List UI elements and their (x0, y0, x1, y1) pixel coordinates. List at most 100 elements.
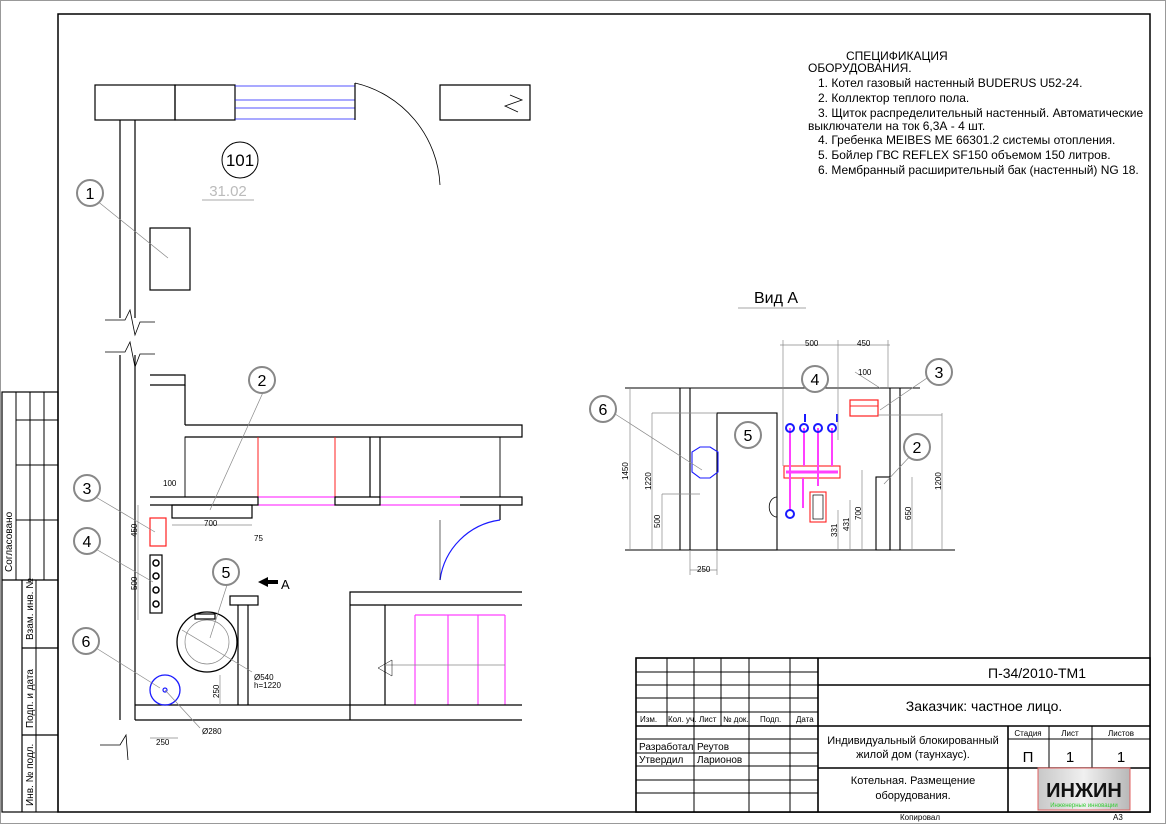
dim-label: 450 (857, 339, 871, 348)
door-swing (354, 82, 441, 186)
spec-item: 6. Мембранный расширительный бак (настен… (818, 163, 1139, 177)
dim-label: 331 (830, 523, 839, 537)
callout-4: 4 (73, 527, 101, 555)
dim-label: 500 (130, 576, 139, 590)
dim-label: 500 (805, 339, 819, 348)
header-date: Дата (796, 715, 814, 724)
svg-text:1: 1 (86, 186, 95, 203)
approved-label: Утвердил (639, 755, 683, 766)
company-logo: ИНЖИН Инженерные инновации (1037, 767, 1131, 811)
svg-text:2: 2 (913, 440, 922, 457)
view-callout-6: 6 (589, 395, 617, 423)
dim-label: 650 (904, 506, 913, 520)
document-code: П-34/2010-ТМ1 (988, 665, 1086, 681)
header-doc: № док. (723, 715, 749, 724)
distribution-panel-elevation (849, 399, 879, 417)
inv-orig-label: Инв. № подл. (25, 744, 36, 806)
stage-label: Стадия (1014, 729, 1041, 738)
spec-item: 1. Котел газовый настенный BUDERUS U52-2… (818, 76, 1082, 90)
svg-text:6: 6 (599, 402, 608, 419)
door-swing-2 (439, 519, 501, 581)
dim-label: Ø540 (254, 673, 274, 682)
dim-label: Ø280 (202, 727, 222, 736)
dim-label: 250 (156, 738, 170, 747)
room-number-circle (221, 141, 259, 179)
sheets-label: Листов (1108, 729, 1134, 738)
callout-5: 5 (212, 558, 240, 586)
callout-2: 2 (248, 366, 276, 394)
dim-label: h=1220 (254, 681, 281, 690)
floor-plan: 101 31.02 (72, 82, 531, 761)
dim-label: 700 (854, 506, 863, 520)
heating-manifold-elevation (783, 414, 841, 523)
dim-label: 450 (130, 523, 139, 537)
header-count: Кол. уч. (668, 715, 696, 724)
dim-label: 700 (204, 519, 218, 528)
replace-inv-label: Взам. инв. № (25, 578, 36, 640)
sheets-value: 1 (1117, 749, 1125, 766)
spec-item: выключатели на ток 6,3А - 4 шт. (808, 119, 985, 133)
svg-text:6: 6 (82, 634, 91, 651)
header-sheet: Лист (699, 715, 717, 724)
dim-label: 431 (842, 517, 851, 531)
view-a: Вид А 500 (589, 290, 955, 575)
stage-value: П (1023, 749, 1034, 766)
distribution-panel-plan (149, 517, 167, 547)
view-a-title: Вид А (754, 290, 798, 307)
sheet-value: 1 (1066, 749, 1074, 766)
dim-label: 250 (697, 565, 711, 574)
svg-text:2: 2 (258, 373, 267, 390)
svg-text:4: 4 (811, 372, 820, 389)
dim-label: 1220 (644, 472, 653, 490)
title-block: Изм. Кол. уч. Лист № док. Подп. Дата Раз… (635, 657, 1151, 822)
side-stamp: Согласовано Взам. инв. № Подп. и дата Ин… (1, 391, 59, 813)
customer: Заказчик: частное лицо. (906, 698, 1063, 714)
approved-name: Ларионов (697, 755, 742, 766)
svg-text:3: 3 (83, 481, 92, 498)
header-sign: Подп. (760, 715, 781, 724)
sheet-label: Лист (1061, 729, 1079, 738)
view-callout-4: 4 (801, 365, 829, 393)
view-callout-3: 3 (925, 358, 953, 386)
dim-label: 1450 (621, 462, 630, 480)
room-number: 101 (226, 151, 254, 170)
header-change: Изм. (640, 715, 657, 724)
dim-label: 75 (254, 534, 263, 543)
copied-label: Копировал (900, 813, 940, 822)
specification: СПЕЦИФИКАЦИЯ ОБОРУДОВАНИЯ. 1. Котел газо… (808, 49, 1143, 177)
spec-item: 5. Бойлер ГВС REFLEX SF150 объемом 150 л… (818, 148, 1111, 162)
view-marker: А (281, 577, 290, 592)
sheet-title-2: оборудования. (875, 790, 950, 802)
boiler-plan (149, 227, 191, 291)
dim-label: 500 (653, 514, 662, 528)
developed-label: Разработал (639, 741, 694, 753)
project-line-1: Индивидуальный блокированный (827, 735, 998, 747)
svg-text:5: 5 (222, 565, 231, 582)
hot-water-tank-elevation (716, 412, 778, 551)
svg-text:Инженерные инновации: Инженерные инновации (1050, 803, 1118, 809)
project-line-2: жилой дом (таунхаус). (856, 749, 970, 761)
view-callout-2: 2 (903, 433, 931, 461)
callout-1: 1 (76, 179, 104, 207)
agreed-label: Согласовано (4, 511, 15, 572)
callout-6: 6 (72, 627, 100, 655)
hot-water-tank-plan (176, 611, 238, 673)
svg-text:4: 4 (83, 534, 92, 551)
svg-text:5: 5 (744, 428, 753, 445)
expansion-tank-plan (149, 674, 181, 706)
heating-manifold-plan (149, 554, 163, 614)
svg-text:ИНЖИН: ИНЖИН (1046, 780, 1122, 802)
room-area: 31.02 (209, 183, 247, 200)
dim-label: 100 (163, 479, 177, 488)
view-arrow-icon (258, 577, 278, 587)
sign-date-label: Подп. и дата (25, 669, 36, 728)
format-label: А3 (1113, 813, 1123, 822)
developed-name: Реутов (697, 742, 729, 753)
expansion-tank-elevation (691, 446, 719, 479)
spec-item: 3. Щиток распределительный настенный. Ав… (818, 106, 1143, 120)
dim-label: 1200 (934, 472, 943, 490)
underfloor-collector-elevation (875, 476, 891, 551)
spec-title-2: ОБОРУДОВАНИЯ. (808, 61, 912, 75)
svg-text:3: 3 (935, 365, 944, 382)
